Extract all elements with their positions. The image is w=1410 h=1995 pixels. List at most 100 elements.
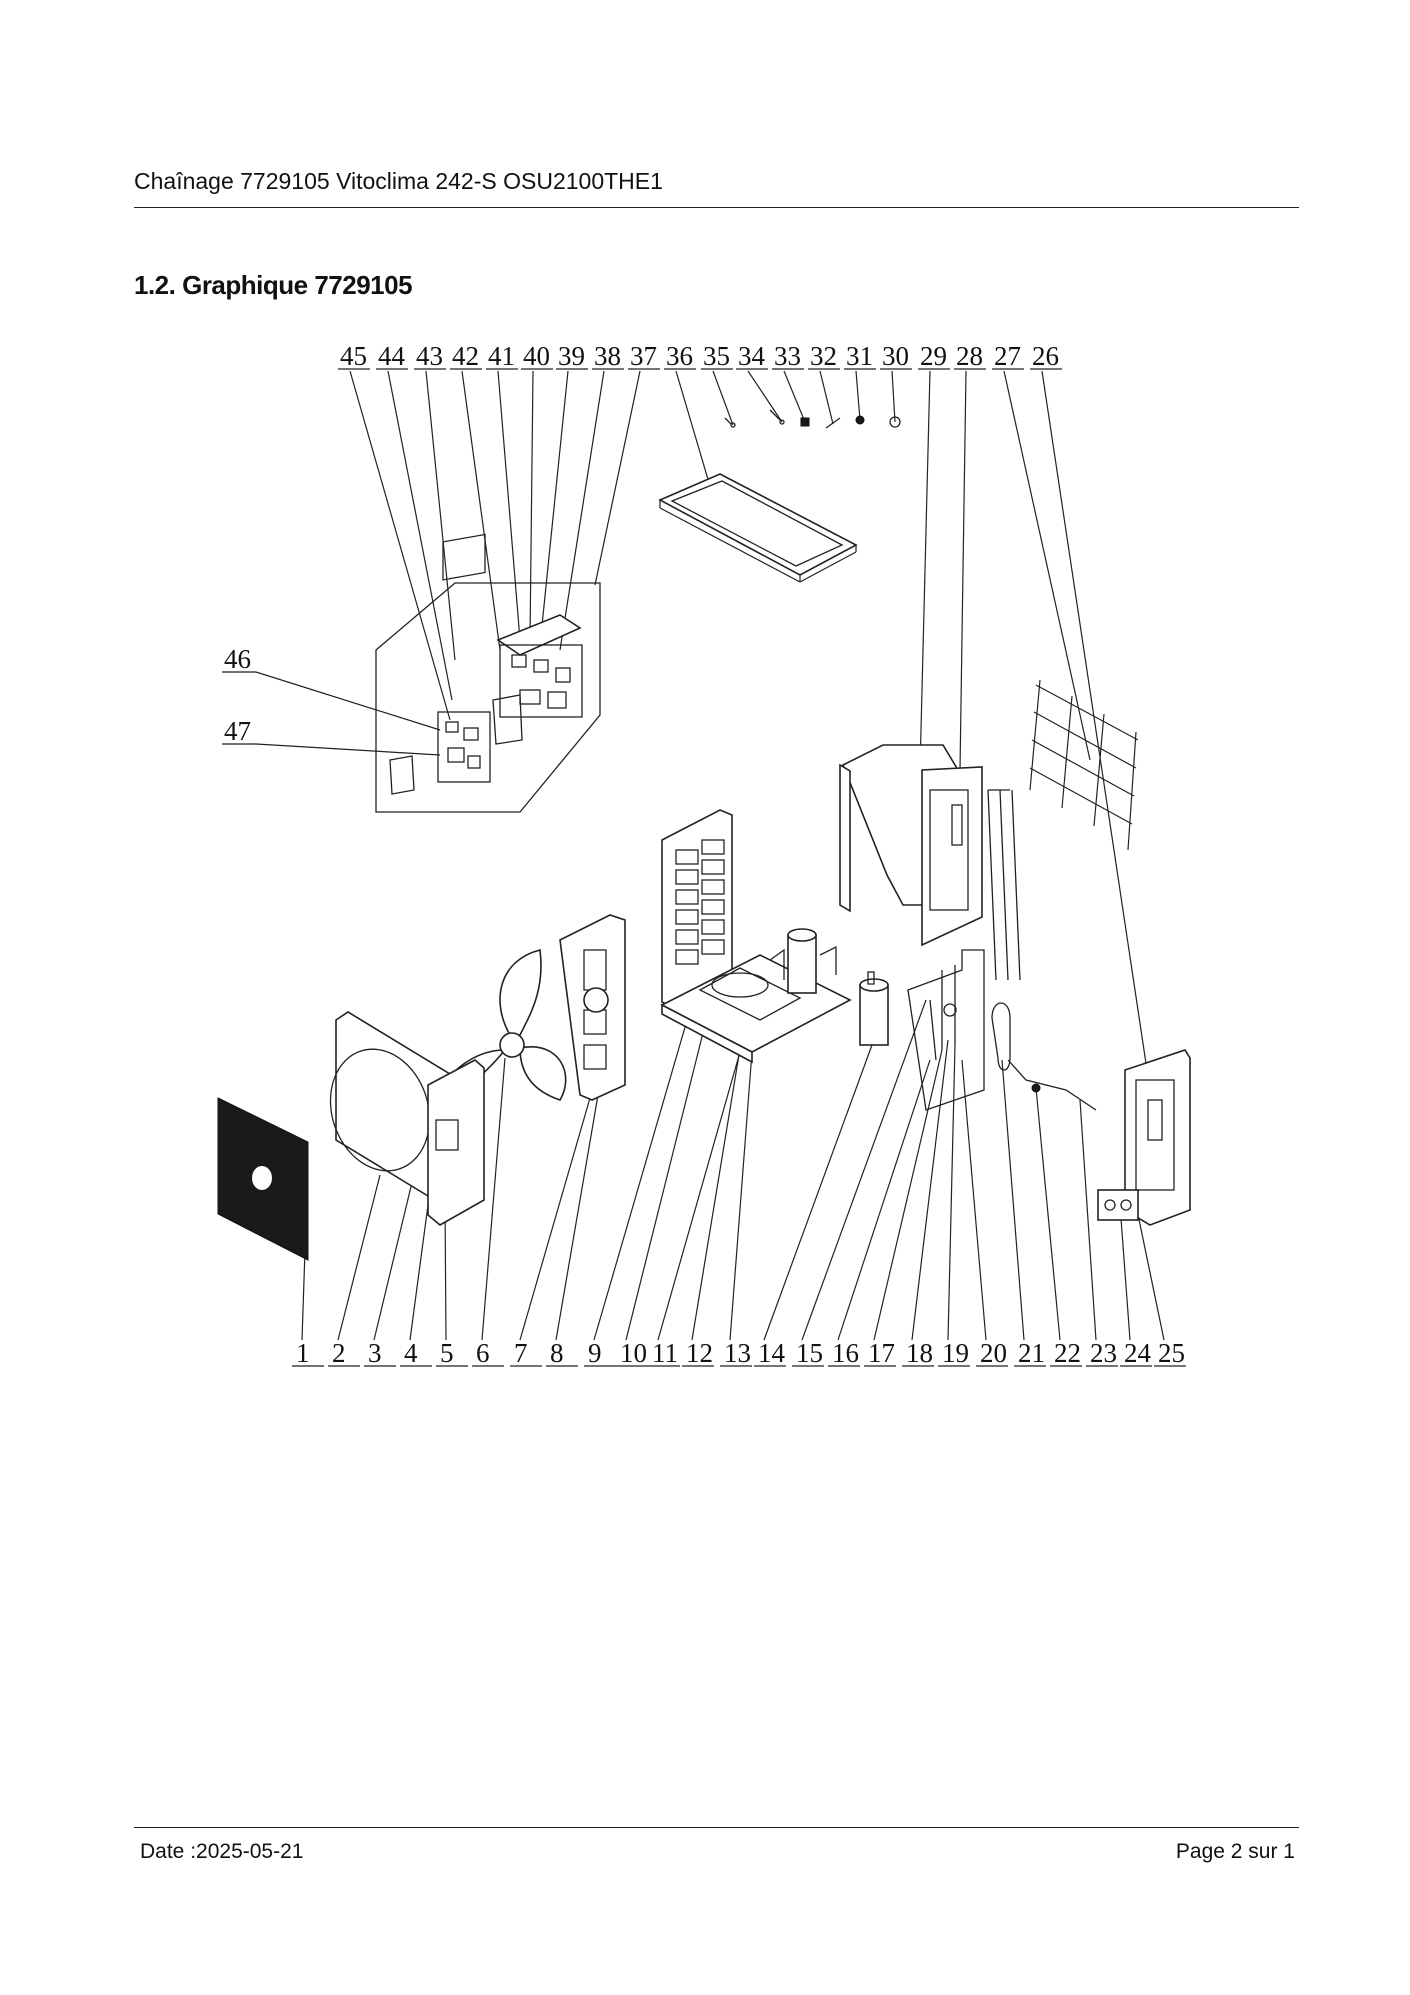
leader-3 — [373, 1169, 416, 1341]
leader-lines — [222, 368, 1186, 1367]
leader-18 — [911, 1039, 949, 1341]
leader-20 — [961, 1059, 987, 1341]
leader-34 — [747, 370, 783, 423]
callout-17: 17 — [868, 1338, 895, 1368]
leader-41 — [497, 370, 521, 641]
leader-19 — [947, 1044, 956, 1341]
leader-2 — [337, 1174, 381, 1341]
leader-37 — [594, 370, 641, 586]
callout-40: 40 — [523, 341, 550, 371]
callout-46: 46 — [224, 644, 251, 674]
leader-1 — [301, 1249, 306, 1341]
leader-25 — [1135, 1204, 1165, 1341]
callout-14: 14 — [758, 1338, 786, 1368]
base-pan — [660, 928, 852, 1064]
callout-18: 18 — [906, 1338, 933, 1368]
control-box-outline — [375, 582, 601, 813]
callout-42: 42 — [452, 341, 479, 371]
callout-28: 28 — [956, 341, 983, 371]
callout-1: 1 — [296, 1338, 310, 1368]
callout-4: 4 — [404, 1338, 418, 1368]
document-header-title: Chaînage 7729105 Vitoclima 242-S OSU2100… — [134, 168, 663, 194]
leader-14 — [763, 1044, 873, 1341]
callout-39: 39 — [558, 341, 585, 371]
leader-11 — [657, 1051, 741, 1341]
leader-35 — [712, 370, 734, 426]
callout-34: 34 — [738, 341, 766, 371]
leader-30 — [891, 370, 896, 423]
callout-31: 31 — [846, 341, 873, 371]
leader-31 — [855, 370, 861, 421]
leader-22 — [1035, 1087, 1061, 1341]
callout-33: 33 — [774, 341, 801, 371]
leader-27 — [1003, 370, 1091, 761]
front-fan-guard — [217, 1097, 309, 1261]
leader-29 — [919, 370, 931, 771]
leader-4 — [409, 1189, 431, 1341]
motor-bracket — [559, 914, 626, 1101]
leader-46 — [255, 671, 441, 731]
accumulator — [859, 971, 889, 1046]
footer-rule — [134, 1827, 1299, 1828]
callout-38: 38 — [594, 341, 621, 371]
callout-29: 29 — [920, 341, 947, 371]
leader-10 — [625, 1004, 711, 1341]
callout-5: 5 — [440, 1338, 454, 1368]
header-rule — [134, 207, 1299, 208]
callout-25: 25 — [1158, 1338, 1185, 1368]
leader-13 — [729, 1051, 753, 1341]
leader-8 — [555, 1059, 605, 1341]
leader-45 — [349, 370, 451, 721]
front-panel — [329, 1011, 485, 1226]
rear-grille — [1029, 679, 1139, 851]
side-panel-right — [1097, 1049, 1191, 1226]
callout-35: 35 — [703, 341, 730, 371]
leader-32 — [819, 370, 834, 425]
leader-47 — [255, 743, 441, 756]
leader-39 — [539, 370, 569, 646]
leader-28 — [959, 370, 967, 771]
callout-26: 26 — [1032, 341, 1059, 371]
callout-3: 3 — [368, 1338, 382, 1368]
leader-5 — [444, 1199, 447, 1341]
callout-45: 45 — [340, 341, 367, 371]
callout-22: 22 — [1054, 1338, 1081, 1368]
leader-16 — [837, 1059, 931, 1341]
callout-6: 6 — [476, 1338, 490, 1368]
footer-page-number: Page 2 sur 1 — [1175, 1840, 1295, 1863]
callout-13: 13 — [724, 1338, 751, 1368]
piping-assembly — [907, 949, 1097, 1111]
callout-2: 2 — [332, 1338, 346, 1368]
leader-43 — [425, 370, 456, 661]
callout-36: 36 — [666, 341, 693, 371]
callout-20: 20 — [980, 1338, 1007, 1368]
callout-32: 32 — [810, 341, 837, 371]
leader-26 — [1041, 370, 1151, 1091]
leader-12 — [691, 999, 749, 1341]
leader-21 — [1001, 1059, 1025, 1341]
callout-41: 41 — [488, 341, 515, 371]
screws — [724, 409, 901, 429]
callout-7: 7 — [514, 1338, 528, 1368]
leader-9 — [593, 1009, 691, 1341]
callout-9: 9 — [588, 1338, 602, 1368]
leader-24 — [1119, 1204, 1131, 1341]
callout-30: 30 — [882, 341, 909, 371]
callout-11: 11 — [652, 1338, 678, 1368]
condenser-coil — [839, 744, 1021, 981]
callout-19: 19 — [942, 1338, 969, 1368]
leader-33 — [783, 370, 806, 423]
callout-21: 21 — [1018, 1338, 1045, 1368]
front-grille-panel — [661, 809, 733, 1009]
callout-16: 16 — [832, 1338, 859, 1368]
leader-23 — [1079, 1099, 1097, 1341]
callout-47: 47 — [224, 716, 251, 746]
callout-44: 44 — [378, 341, 406, 371]
leader-17 — [873, 1049, 943, 1341]
control-boards — [389, 533, 583, 795]
leader-42 — [461, 370, 501, 651]
callout-10: 10 — [620, 1338, 647, 1368]
footer-date: Date :2025-05-21 — [140, 1840, 304, 1863]
